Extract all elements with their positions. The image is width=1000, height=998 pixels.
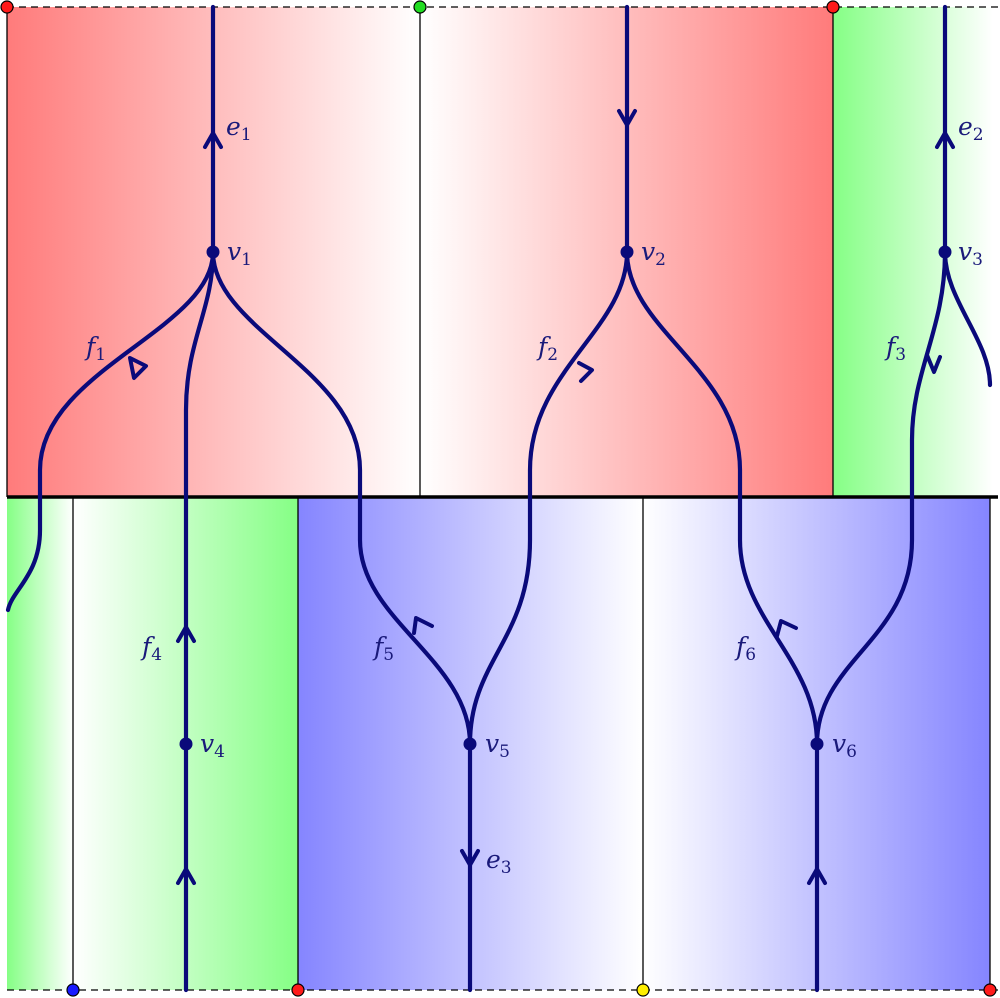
face-label-f4: f4	[140, 632, 162, 665]
vertex-labels: v1 v2 v3 v4 v5 v6	[200, 237, 983, 762]
blue-corner-dot	[66, 983, 80, 997]
green-corner-dot	[413, 0, 427, 14]
vertex-v1-dot	[206, 245, 220, 259]
arrow-e2-up	[935, 131, 955, 149]
red-corner-dot	[0, 0, 14, 14]
edge-label-e2: e2	[958, 112, 984, 145]
arrow-f1	[128, 356, 148, 380]
edge-v3-right-path	[942, 249, 993, 388]
arrow-f3	[925, 353, 942, 374]
vertex-label-v1: v1	[227, 237, 252, 270]
edge-f6-path	[737, 494, 820, 747]
face-label-f5: f5	[372, 632, 394, 665]
band-borders	[6, 6, 998, 991]
edge-f1-path	[37, 249, 216, 500]
arrow-e1-up	[203, 131, 223, 149]
arrow-v6-bottom-up	[807, 867, 827, 885]
face-labels: f1 f2 f3 f4 f5 f6	[84, 332, 906, 665]
red-corner-dot	[291, 983, 305, 997]
edge-labels: e1 e2 e3	[226, 112, 984, 878]
face-label-f1: f1	[84, 332, 106, 365]
arrowheads	[128, 109, 955, 885]
face-label-f2: f2	[536, 332, 558, 365]
edge-f1-continued-path	[5, 494, 43, 613]
arrow-f6	[775, 619, 798, 638]
arrow-e3-down	[460, 849, 480, 867]
edge-f2-continued-path	[467, 494, 533, 747]
arrow-f2	[577, 361, 594, 383]
yellow-corner-dot	[636, 983, 650, 997]
top-band-fills	[7, 7, 993, 497]
vertex-label-v5: v5	[485, 729, 510, 762]
vertex-v6-dot	[810, 737, 824, 751]
arrow-f4-up	[176, 625, 196, 643]
edge-label-e1: e1	[226, 112, 252, 145]
vertex-v2-dot	[620, 245, 634, 259]
vertex-v4-dot	[179, 737, 193, 751]
edge-v1-to-f5-path	[210, 249, 363, 500]
edge-label-e3: e3	[486, 845, 512, 878]
vertex-v3-dot	[938, 245, 952, 259]
edge-f4-up-path	[183, 249, 216, 500]
graph-vertices	[179, 245, 952, 751]
arrow-f4-bottom-up	[176, 867, 196, 885]
vertex-label-v3: v3	[958, 237, 983, 270]
vertex-label-v2: v2	[641, 237, 666, 270]
arrow-f5	[412, 616, 434, 635]
red-corner-dot	[826, 0, 840, 14]
vertex-label-v6: v6	[832, 729, 857, 762]
edge-v2-to-f6-path	[624, 249, 743, 500]
band-green-sliver	[7, 497, 73, 990]
face-label-f3: f3	[884, 332, 906, 365]
vertex-label-v4: v4	[200, 729, 225, 762]
face-label-f6: f6	[734, 632, 756, 665]
edge-f5-path	[357, 494, 473, 747]
edge-f2-path	[527, 249, 630, 500]
arrow-v2-down	[617, 109, 637, 127]
red-corner-dot	[983, 983, 997, 997]
vertex-v5-dot	[463, 737, 477, 751]
edge-f3-continued-path	[814, 494, 915, 747]
